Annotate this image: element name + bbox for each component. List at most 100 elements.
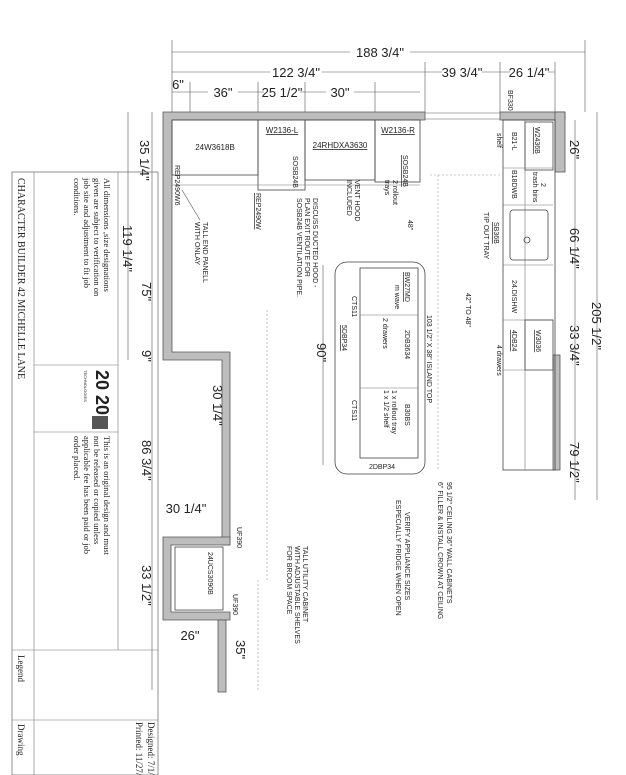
note-42-48: 42" TO 48" (464, 293, 471, 327)
dim-island-90: 90" (314, 343, 329, 362)
dim-35: 35 1/4" (137, 140, 152, 181)
copyright-line: order placed. (72, 436, 82, 480)
dim-6: 6" (172, 77, 184, 92)
dim-25: 25 1/2" (262, 85, 303, 100)
top-notes: 2 rollout trays 48" VENT HOOD INCLUDED D… (181, 180, 413, 297)
dim-119: 119 1/4" (120, 225, 135, 272)
walls (162, 111, 566, 693)
note-rollout-tray: 1 x rollout tray (390, 390, 397, 434)
copyright-line: applicable fee has been paid or job (82, 436, 92, 554)
cabinet-BF330: BF330 (506, 90, 513, 111)
note-vent-hood-2: INCLUDED (345, 180, 352, 216)
copyright-line: This is an original design and must (102, 436, 112, 556)
note-vent-hood: VENT HOOD (353, 180, 360, 222)
printed-date: Printed: 11/27/ (134, 722, 144, 775)
dim-122: 122 3/4" (272, 65, 320, 80)
cabinet-W2436B: W2436B (533, 127, 540, 154)
dim-overall-length: 205 1/2" (589, 302, 604, 350)
note-rollout-2: trays (383, 180, 390, 196)
dim-39: 39 3/4" (442, 65, 483, 80)
lower-notes: 95 1/2" CEILING 36" WALL CABINETS 6" FIL… (174, 310, 452, 690)
note-trash-2: trash bins (531, 172, 538, 203)
cabinet-24UCS3090B: 24UCS3090B (206, 552, 213, 595)
dim-86: 86 3/4" (139, 440, 154, 481)
title-block: CHARACTER BUILDER 42 MICHELLE LANE All d… (11, 171, 159, 775)
cabinet-CTS11-1: CTS11 (350, 296, 357, 317)
dim-35-b: 35" (233, 640, 248, 659)
cabinet-24W3618B: 24W3618B (195, 143, 235, 152)
cabinet-SB36B: SB36B (492, 222, 499, 244)
right-dimensions: 26" 66 1/4" 33 3/4" 79 1/2" 205 1/2" (567, 112, 604, 500)
cabinet-REP2490W: REP2490W (254, 193, 261, 230)
note-utility-3: FOR BROOM SPACE (285, 546, 292, 615)
cabinet-24DISHW: 24.DISHW (510, 280, 517, 313)
cabinet-CTS11-2: CTS11 (350, 400, 357, 421)
cabinet-W3036: W3036 (534, 330, 541, 352)
cabinet-W2136-L: W2136-L (266, 126, 299, 135)
cabinet-5DBP34: 5DBP34 (340, 325, 347, 351)
dim-36: 36" (213, 85, 232, 100)
cabinet-UF390-1: UF390 (235, 527, 242, 548)
dim-66: 66 1/4" (567, 228, 582, 269)
left-dimensions: 35 1/4" 119 1/4" 75" 9" 30 1/4" 86 3/4" … (120, 112, 248, 690)
dim-30-a: 30 1/4" (210, 385, 225, 426)
note-ceiling: 95 1/2" CEILING 36" WALL CABINETS (445, 482, 452, 604)
legend-label: Legend (16, 655, 26, 682)
note-verify: VERIFY APPLIANCE SIZES (403, 512, 410, 601)
cabinet-REP2490W6: REP2490W6 (173, 165, 180, 206)
cabinet-2DBP34: 2DBP34 (369, 464, 395, 471)
note-duct-3: SOSB24B VENTILATION PIPE. (295, 198, 302, 297)
dim-26-left: 26" (180, 628, 199, 643)
drawing-label: Drawing (16, 724, 26, 756)
note-island-top: 103 1/2" X 38" ISLAND TOP (425, 315, 432, 403)
cabinet-SOSB24B-left: SOSB24B (291, 156, 298, 188)
note-48: 48" (406, 220, 413, 231)
note-tall-end: TALL END PANELL (201, 222, 208, 283)
cabinet-B18DWB: B18DWB (510, 170, 517, 199)
dim-26-right: 26" (567, 140, 582, 159)
disclaimer-line: given are subject to verification on (92, 178, 102, 297)
cabinet-SOSB24B-right: SOSB24B (401, 155, 408, 187)
right-cabinet-run: BF330 W2436B B21-L shelf B18DWB 2 trash … (430, 90, 556, 471)
copyright-line: not be released or copied unless (92, 436, 102, 544)
note-verify-2: ESPECIALLY FRIDGE WHEN OPEN (394, 500, 401, 616)
disclaimer-line: All dimensions ,size designations (102, 178, 112, 292)
dim-33-5: 33 1/2" (139, 565, 154, 606)
cabinet-B30BS: B30BS (403, 404, 410, 426)
note-ceiling-2: 6" FILLER & INSTALL CROWN AT CEILING (436, 482, 443, 619)
cabinet-24RHDXA3630: 24RHDXA3630 (313, 141, 368, 150)
dim-30: 30" (330, 85, 349, 100)
dim-9: 9" (139, 350, 154, 362)
note-4-drawers: 4 drawers (495, 345, 502, 376)
dim-79: 79 1/2" (567, 442, 582, 483)
cabinet-2DB3634: 2DB3634 (403, 330, 410, 359)
logo-subtitle: TECHNOLOGIES (83, 370, 88, 402)
note-rollout: 2 rollout (391, 180, 398, 205)
dim-26-top: 26 1/4" (509, 65, 550, 80)
note-tall-end-2: WITH ONLAY (193, 222, 200, 265)
dim-75: 75" (139, 282, 154, 301)
note-2-drawers: 2 drawers (381, 318, 388, 349)
note-half-shelf: 1 x 1/2 shelf (382, 390, 389, 428)
top-dimensions: 188 3/4" 122 3/4" 39 3/4" 26 1/4" 6" 36"… (171, 40, 586, 112)
cabinet-BW27MD: BW27MD (403, 272, 410, 302)
dim-overall-width: 188 3/4" (356, 45, 404, 60)
designed-date: Designed: 7/1/ (146, 722, 156, 775)
cabinet-B21-L: B21-L (510, 132, 517, 151)
dim-30-b: 30 1/4" (166, 501, 207, 516)
cabinet-W2136-R: W2136-R (381, 126, 415, 135)
note-utility: TALL UTILITY CABINET (301, 546, 308, 623)
note-duct: DISCUSS DUCTED HOOD - (311, 198, 318, 288)
cabinet-UF390-2: UF390 (231, 594, 238, 615)
island: 103 1/2" X 38" ISLAND TOP BW27MD m wave … (314, 261, 432, 475)
logo-2020: 20 20 (92, 370, 112, 415)
cabinet-4DB24: 4DB24 (510, 330, 517, 352)
note-trash: 2 (539, 183, 546, 187)
logo-icon (92, 416, 108, 429)
note-shelf: shelf (495, 133, 502, 148)
disclaimer-line: conditions. (72, 178, 82, 216)
dim-33-75: 33 3/4" (567, 325, 582, 366)
top-cabinet-run: 24W3618B W2136-L 24RHDXA3630 W2136-R SOS… (171, 119, 421, 230)
note-utility-2: WITH ADJUSTABLE SHELVES (293, 546, 300, 644)
